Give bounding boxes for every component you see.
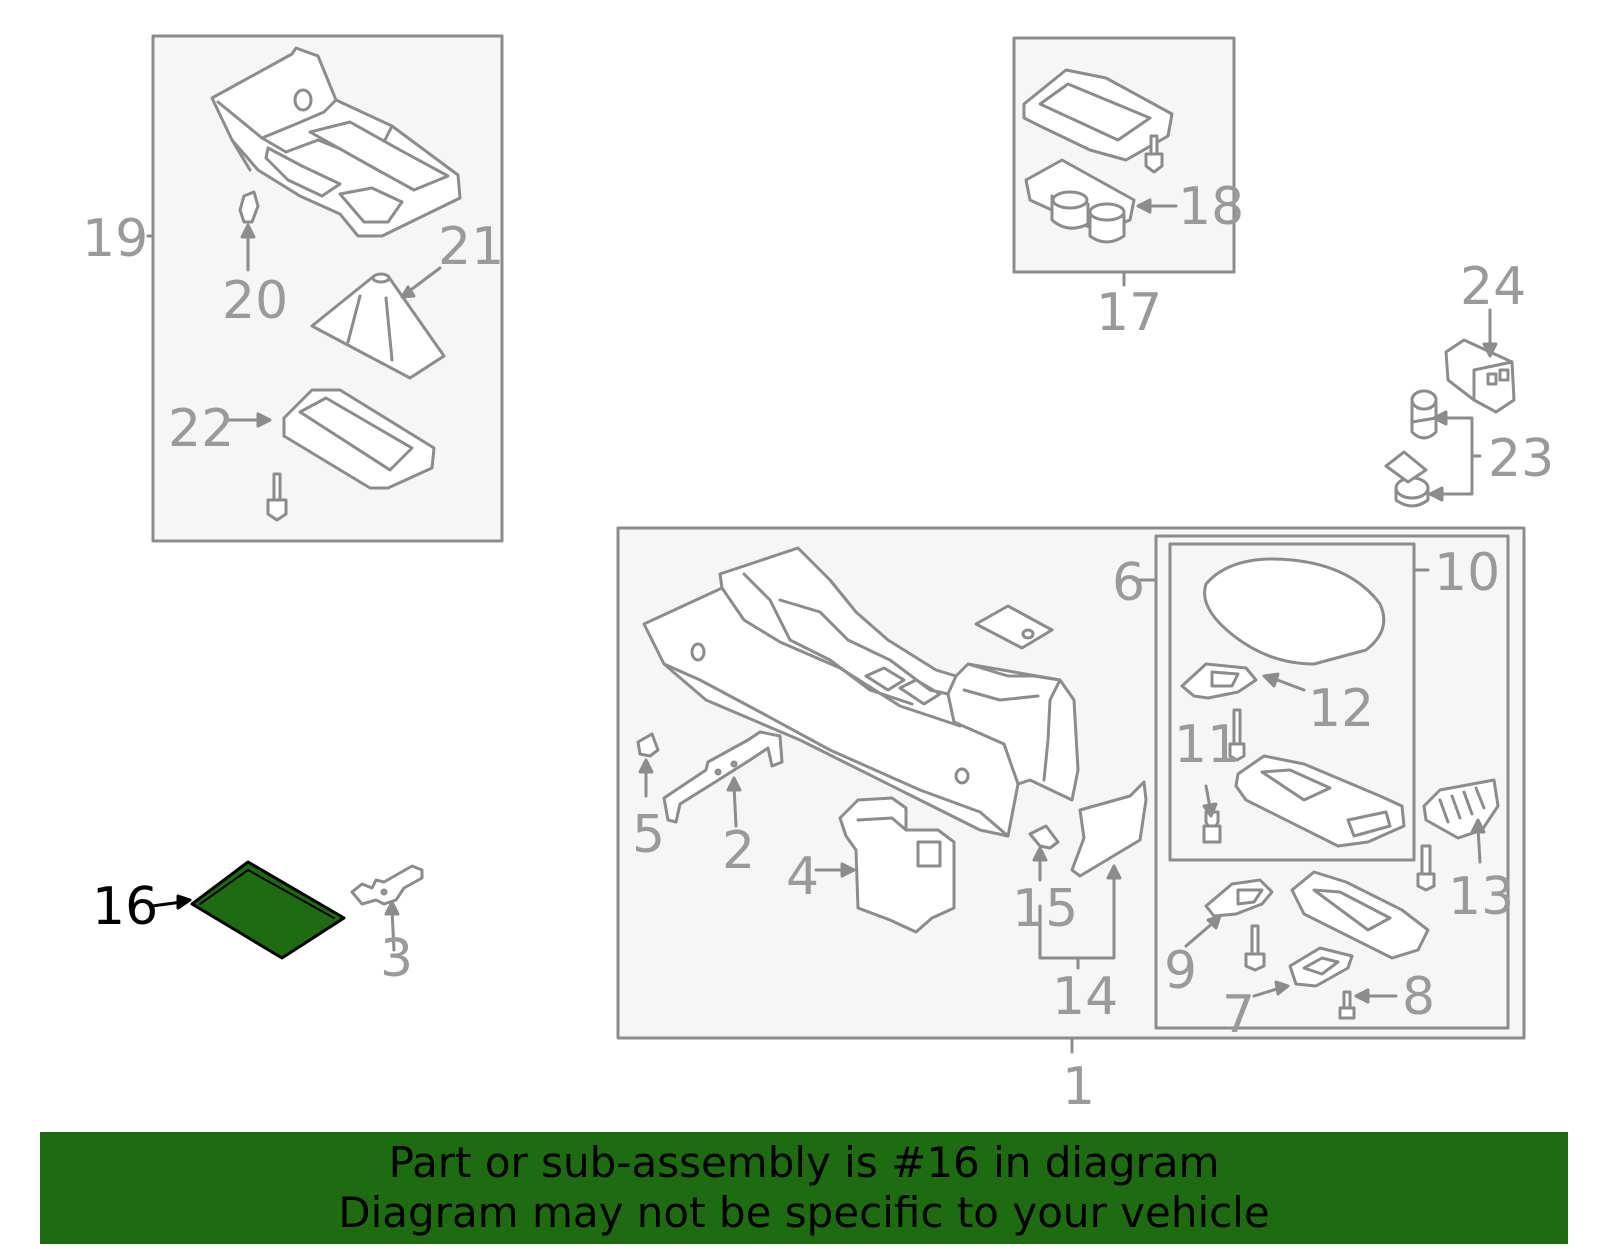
bracket-part-2[interactable]: [662, 730, 784, 824]
callout-22: 22: [168, 399, 234, 459]
callout-3: 3: [380, 929, 413, 989]
cup-holder-bezel[interactable]: [1022, 68, 1174, 162]
callout-18: 18: [1178, 177, 1244, 237]
callout-23: 23: [1488, 429, 1554, 489]
bracket-part-3[interactable]: [350, 864, 424, 906]
callout-4: 4: [786, 847, 819, 907]
console-body-part-1[interactable]: [642, 546, 1080, 838]
callout-5: 5: [632, 805, 665, 865]
banner-line-disclaimer: Diagram may not be specific to your vehi…: [338, 1188, 1270, 1237]
info-banner: Part or sub-assembly is #16 in diagram D…: [40, 1132, 1568, 1244]
armrest-base[interactable]: [1234, 754, 1406, 848]
callout-12: 12: [1308, 679, 1374, 739]
storage-bin-part-4[interactable]: [838, 796, 956, 934]
callout-14: 14: [1052, 967, 1118, 1027]
banner-line-part-number: Part or sub-assembly is #16 in diagram: [388, 1138, 1220, 1187]
screw-box19[interactable]: [266, 472, 288, 522]
armrest-lid[interactable]: [1203, 557, 1386, 666]
callout-19: 19: [82, 209, 148, 269]
screw-part-11-lower[interactable]: [1202, 810, 1222, 844]
switch-part-24[interactable]: [1444, 338, 1516, 414]
latch-part-12[interactable]: [1180, 662, 1258, 700]
callout-7: 7: [1222, 985, 1255, 1045]
screw-part-13[interactable]: [1416, 844, 1436, 892]
cup-holder-part-18[interactable]: [1024, 158, 1136, 244]
callout-1: 1: [1062, 1057, 1095, 1117]
bracket-part-7[interactable]: [1288, 946, 1354, 988]
callout-2: 2: [722, 821, 755, 881]
callout-9: 9: [1164, 941, 1197, 1001]
side-panel-part-14[interactable]: [1070, 780, 1148, 878]
shift-indicator-part-22[interactable]: [282, 388, 436, 490]
socket-part-23-upper[interactable]: [1410, 389, 1438, 440]
callout-6: 6: [1112, 553, 1145, 613]
clip-part-5[interactable]: [636, 732, 660, 758]
mat-part-16[interactable]: [190, 860, 346, 960]
socket-part-23-lower[interactable]: [1384, 450, 1430, 508]
screw-box17[interactable]: [1144, 134, 1164, 174]
clip-part-20[interactable]: [238, 190, 260, 224]
shift-boot-part-21[interactable]: [310, 272, 446, 380]
callout-13: 13: [1448, 867, 1514, 927]
callout-15: 15: [1012, 879, 1078, 939]
callout-17: 17: [1096, 283, 1162, 343]
callout-8: 8: [1402, 967, 1435, 1027]
screw-part-11-upper[interactable]: [1228, 708, 1246, 762]
callout-10: 10: [1434, 543, 1500, 603]
callout-24: 24: [1460, 257, 1526, 317]
callout-16: 16: [92, 877, 158, 937]
callout-11: 11: [1174, 715, 1240, 775]
callout-21: 21: [438, 217, 504, 277]
callout-20: 20: [222, 271, 288, 331]
console-insert[interactable]: [1290, 870, 1430, 960]
console-trim-panel[interactable]: [210, 46, 462, 238]
clip-part-15[interactable]: [1028, 824, 1060, 850]
screw-box6-center[interactable]: [1244, 924, 1266, 972]
clip-part-8[interactable]: [1338, 990, 1356, 1020]
